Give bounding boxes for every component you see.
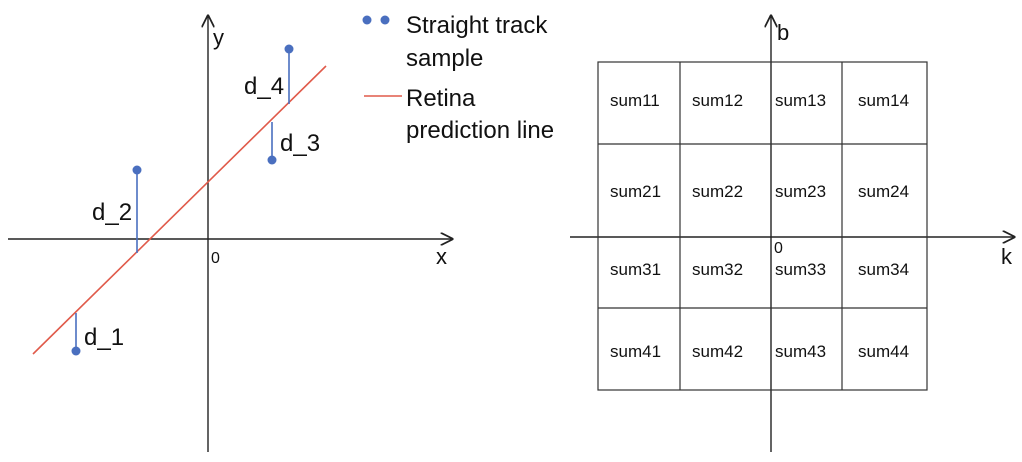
- residual-label-d2: d_2: [92, 199, 132, 226]
- grid-cell: sum21: [610, 182, 661, 201]
- grid-border: [597, 61, 928, 391]
- grid-cell: sum14: [858, 91, 909, 110]
- legend-samples-line1: Straight track: [406, 12, 548, 39]
- grid-cell: sum22: [692, 182, 743, 201]
- grid-cell: sum34: [858, 260, 909, 279]
- grid-cell: sum33: [775, 260, 826, 279]
- grid-cell: sum41: [610, 342, 661, 361]
- legend-line-line1: Retina: [406, 85, 476, 112]
- left-origin-label: 0: [211, 250, 220, 267]
- grid-cell: sum11: [610, 91, 660, 110]
- grid-cell: sum44: [858, 342, 909, 361]
- legend: Straight track sample Retina prediction …: [362, 12, 554, 144]
- sample-point: [71, 346, 81, 356]
- residual-label-d1: d_1: [84, 324, 124, 351]
- sample-point: [132, 165, 142, 175]
- grid-cell: sum23: [775, 182, 826, 201]
- grid-cell: sum43: [775, 342, 826, 361]
- right-y-axis-label: b: [777, 20, 789, 45]
- legend-sample-marker: [380, 15, 390, 25]
- right-x-axis-label: k: [1001, 244, 1013, 269]
- grid-cell: sum42: [692, 342, 743, 361]
- legend-sample-marker: [362, 15, 372, 25]
- right-origin-label: 0: [774, 240, 783, 257]
- grid-cells: sum11 sum12 sum13 sum14 sum21 sum22 sum2…: [610, 91, 909, 361]
- grid-cell: sum31: [610, 260, 661, 279]
- sample-point: [284, 44, 294, 54]
- left-y-axis-label: y: [213, 25, 224, 50]
- left-x-axis-label: x: [436, 244, 447, 269]
- grid-cell: sum24: [858, 182, 909, 201]
- grid-cell: sum32: [692, 260, 743, 279]
- grid-cell: sum13: [775, 91, 826, 110]
- residual-label-d4: d_4: [244, 73, 284, 100]
- prediction-line: [32, 65, 327, 355]
- right-grid: k b 0 sum11 sum12 sum13 sum14 sum21 sum2…: [570, 16, 1014, 452]
- legend-line-line2: prediction line: [406, 117, 554, 144]
- left-plot: x y 0 d_1 d_2 d_3 d_4: [8, 16, 452, 452]
- residual-label-d3: d_3: [280, 130, 320, 157]
- legend-samples-line2: sample: [406, 45, 483, 72]
- grid-cell: sum12: [692, 91, 743, 110]
- sample-point: [267, 155, 277, 165]
